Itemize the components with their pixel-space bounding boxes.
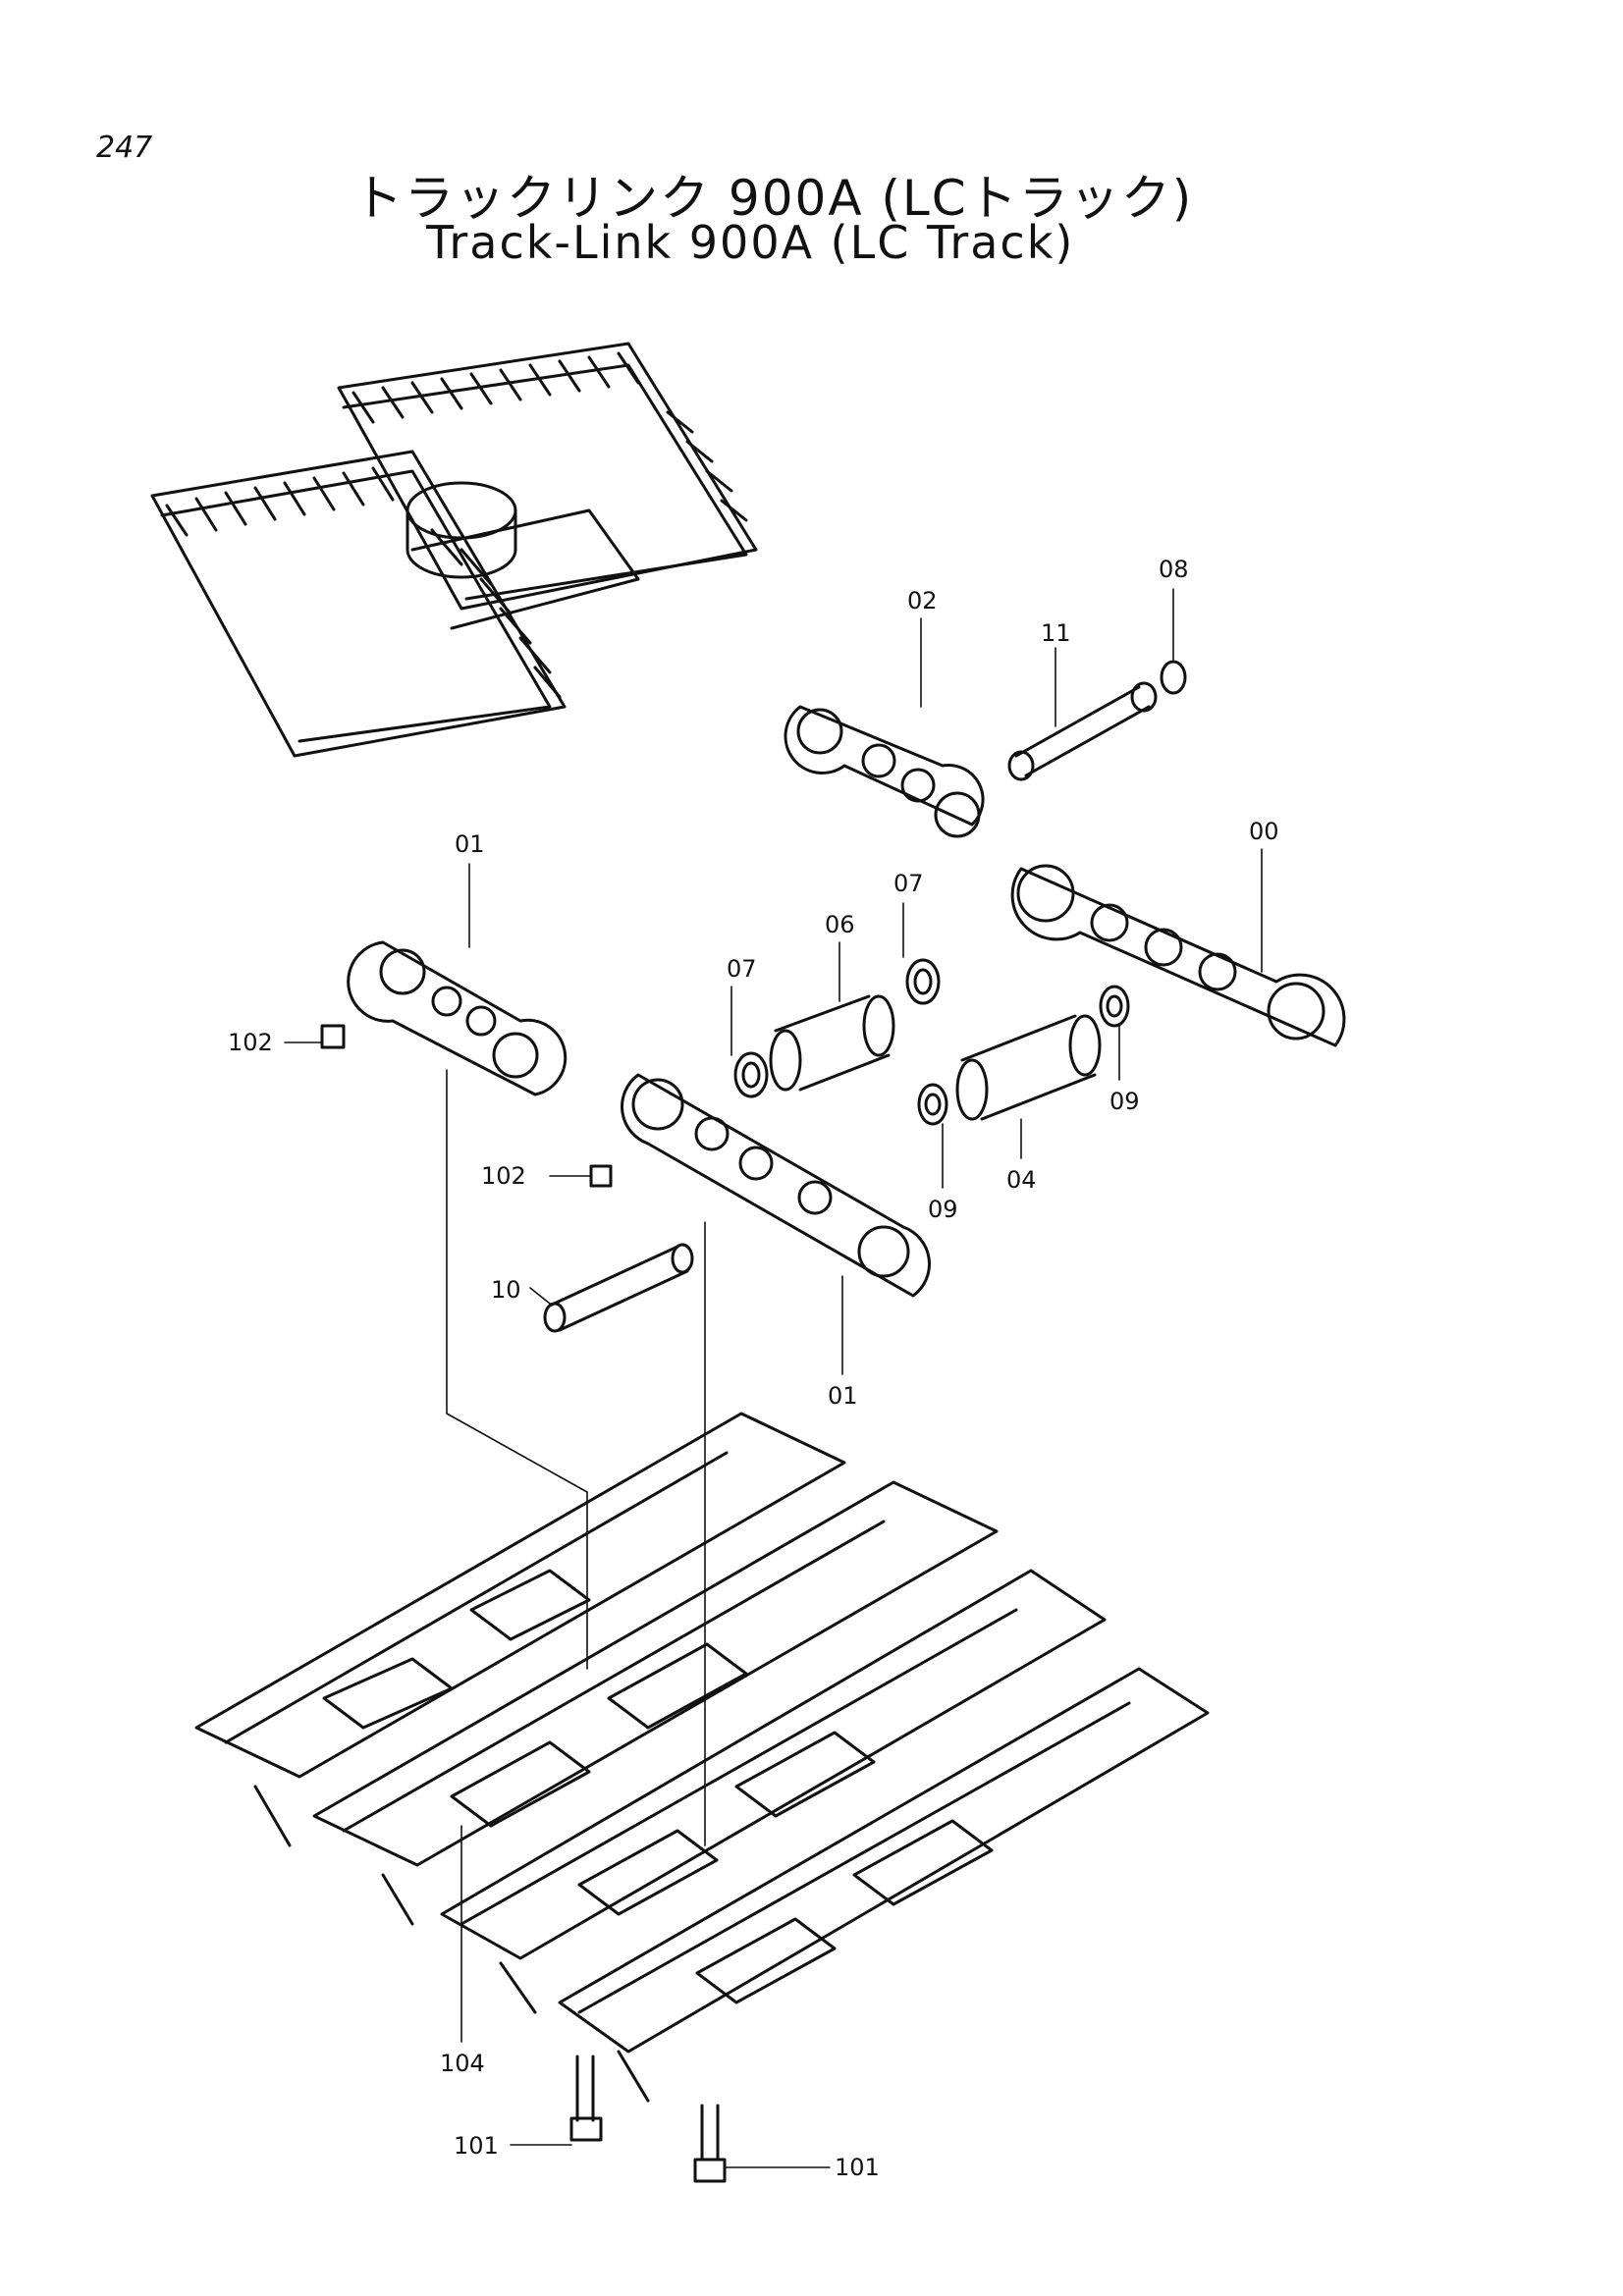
nut-102-top-drawing	[320, 1024, 346, 1049]
callout-08: 08	[1159, 556, 1189, 583]
callout-01-top: 01	[455, 830, 485, 858]
callout-102-top: 102	[228, 1029, 273, 1056]
bolt-101-right-drawing	[693, 2104, 727, 2183]
callout-09-left: 09	[928, 1196, 958, 1223]
seal-09-left-drawing	[917, 1083, 948, 1126]
callout-104: 104	[440, 2050, 485, 2077]
seal-07-right-drawing	[905, 958, 941, 1005]
callout-101-right: 101	[835, 2154, 880, 2181]
leader-lines	[284, 588, 1263, 2168]
bushing-06-drawing	[769, 994, 895, 1092]
seal-07-left-drawing	[733, 1051, 769, 1098]
callout-09-right: 09	[1109, 1088, 1140, 1115]
callout-02: 02	[907, 587, 938, 614]
page-number: 247	[96, 131, 153, 165]
pin-11-drawing	[1007, 681, 1158, 781]
link-01-lower-drawing	[621, 1073, 931, 1298]
bushing-04-drawing	[955, 1014, 1102, 1121]
callout-102-mid: 102	[481, 1162, 526, 1190]
snap-ring-08-drawing	[1160, 660, 1187, 695]
undercarriage-overview-drawing	[150, 342, 758, 758]
pin-10-drawing	[543, 1243, 694, 1333]
link-02-drawing	[784, 705, 985, 838]
link-01-upper-drawing	[347, 940, 568, 1096]
page-title-japanese: トラックリンク 900A (LCトラック)	[353, 170, 1194, 227]
callout-01-bottom: 01	[828, 1382, 858, 1410]
page-title-english: Track-Link 900A (LC Track)	[426, 216, 1075, 269]
callout-11: 11	[1041, 619, 1071, 647]
link-00-drawing	[1010, 864, 1346, 1047]
callout-06: 06	[825, 911, 855, 938]
callout-00: 00	[1249, 818, 1279, 845]
track-shoes-104-drawing	[194, 1412, 1210, 2103]
nut-102-mid-drawing	[589, 1164, 613, 1188]
callout-07-right: 07	[893, 870, 924, 897]
callout-10: 10	[491, 1276, 521, 1304]
seal-09-right-drawing	[1099, 985, 1130, 1028]
callout-04: 04	[1006, 1166, 1037, 1194]
bolt-101-left-drawing	[569, 2055, 603, 2142]
callout-101-left: 101	[454, 2132, 499, 2160]
callout-07-left: 07	[727, 955, 757, 983]
